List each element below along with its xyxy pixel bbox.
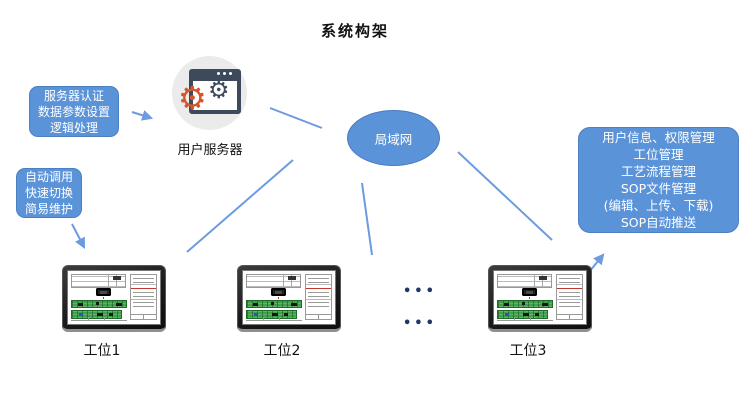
station-functions-line: 简易维护 <box>24 202 73 216</box>
station-functions-box: 自动调用 快速切换 简易维护 <box>16 168 82 218</box>
sop-screen <box>67 270 161 325</box>
device-photo <box>95 288 112 297</box>
management-functions-box: 用户信息、权限管理 工位管理 工艺流程管理 SOP文件管理 (编辑、上传、下载)… <box>578 127 739 233</box>
station-label: 工位3 <box>509 343 547 359</box>
station-monitor <box>237 265 341 332</box>
station-functions-line: 自动调用 <box>24 170 73 184</box>
pcb-photo <box>496 300 553 309</box>
gear-icon: ⚙ <box>208 76 230 104</box>
sop-header-table <box>70 273 126 288</box>
management-line: 工位管理 <box>633 147 684 162</box>
server-functions-line: 逻辑处理 <box>49 120 98 135</box>
device-photo <box>270 288 287 297</box>
management-line: SOP文件管理 <box>620 181 697 196</box>
user-server-icon: ⚙ ⚙ <box>172 56 247 130</box>
pcb-photo <box>70 300 127 309</box>
diagram-title: 系统构架 <box>320 22 389 40</box>
user-server-label: 用户服务器 <box>177 143 243 158</box>
pcb-photo <box>245 300 302 309</box>
connector-server-to-lan <box>269 107 323 129</box>
management-line: 用户信息、权限管理 <box>602 130 715 145</box>
station-functions-line: 快速切换 <box>24 186 73 200</box>
station-label: 工位2 <box>263 343 301 359</box>
lan-label: 局域网 <box>374 131 413 147</box>
browser-window-icon <box>189 69 241 114</box>
connector-lan-to-station3 <box>457 151 553 241</box>
connector-serverbox-to-server <box>131 110 154 121</box>
server-functions-line: 数据参数设置 <box>37 104 110 119</box>
more-stations-dots: ••• <box>403 316 437 331</box>
station-label: 工位1 <box>83 343 121 359</box>
server-functions-box: 服务器认证 数据参数设置 逻辑处理 <box>29 86 119 137</box>
sop-screen <box>493 270 587 325</box>
connector-lan-to-station2 <box>361 182 373 256</box>
more-stations-dots: ••• <box>403 284 437 299</box>
gear-icon: ⚙ <box>178 79 207 117</box>
pcb-photo <box>70 310 123 319</box>
device-photo <box>521 288 538 297</box>
station-monitor <box>62 265 166 332</box>
pcb-photo <box>245 310 298 319</box>
management-line: (编辑、上传、下载) <box>603 198 714 213</box>
management-line: SOP自动推送 <box>620 215 697 230</box>
connector-stationbox-to-station1 <box>71 223 86 249</box>
lan-node: 局域网 <box>347 110 440 166</box>
pcb-photo <box>496 310 549 319</box>
sop-screen <box>242 270 336 325</box>
management-line: 工艺流程管理 <box>620 164 696 179</box>
connector-lan-to-station1 <box>186 159 294 253</box>
sop-instructions-column <box>129 273 158 321</box>
station-monitor <box>488 265 592 332</box>
server-functions-line: 服务器认证 <box>43 88 104 103</box>
window-dots-icon <box>229 72 232 75</box>
